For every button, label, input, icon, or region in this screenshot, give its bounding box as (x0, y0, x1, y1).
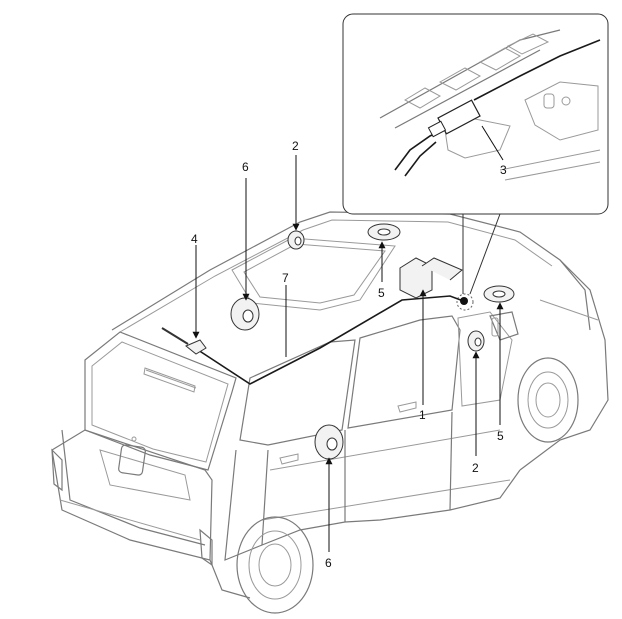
car-body-outline (51, 211, 609, 614)
callout-7: 7 (282, 271, 289, 285)
callout-6-bottom: 6 (325, 556, 332, 570)
speaker-rear-tweeter (287, 230, 305, 250)
callout-5-left: 5 (378, 286, 385, 300)
callout-6-top: 6 (242, 160, 249, 174)
speaker-dash-left (367, 223, 401, 241)
antenna-cable (194, 295, 467, 385)
roof-antenna (161, 327, 207, 355)
callout-3: 3 (500, 163, 507, 177)
callout-4: 4 (191, 232, 198, 246)
callout-3-leader (481, 125, 504, 161)
amplifier-unit (399, 257, 463, 299)
cable-connector (460, 297, 468, 305)
detail-inset (342, 13, 609, 311)
leader-lines (192, 155, 504, 552)
speaker-dash-right (483, 285, 515, 303)
callout-2-top: 2 (292, 139, 299, 153)
callout-2-bottom: 2 (472, 461, 479, 475)
speaker-rear-woofer (230, 297, 260, 331)
speaker-front-woofer (314, 424, 344, 460)
callout-5-right: 5 (497, 429, 504, 443)
callout-1: 1 (419, 408, 426, 422)
speaker-front-tweeter (467, 330, 485, 352)
